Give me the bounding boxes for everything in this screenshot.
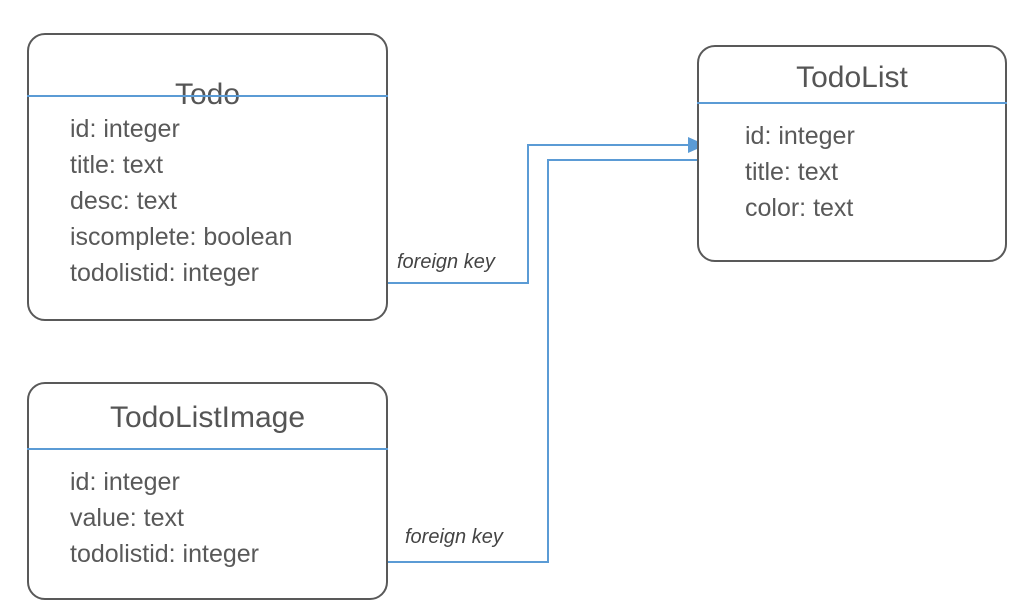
entity-todo[interactable]: Todo id: integer title: text desc: text …: [27, 33, 388, 321]
entity-todolistimage-title: TodoListImage: [109, 401, 306, 434]
edge-label-todolistimage-foreign-key: foreign key: [402, 525, 506, 549]
attribute-row: todolistid: integer: [70, 259, 260, 287]
entity-todolistimage-attributes: id: integer value: text todolistid: inte…: [70, 464, 259, 572]
entity-todo-attributes: id: integer title: text desc: text iscom…: [70, 111, 292, 291]
entity-todo-divider: [27, 95, 388, 97]
entity-todolistimage[interactable]: TodoListImage id: integer value: text to…: [27, 382, 388, 600]
entity-todolist-divider: [697, 102, 1007, 104]
entity-todolistimage-divider: [27, 448, 388, 450]
attribute-row: color: text: [745, 194, 854, 222]
edge-label-todo-foreign-key: foreign key: [394, 250, 498, 274]
attribute-row: value: text: [70, 504, 184, 532]
attribute-row: title: text: [70, 151, 164, 179]
attribute-row: title: text: [745, 158, 839, 186]
attribute-row: todolistid: integer: [70, 540, 260, 568]
attribute-row: iscomplete: boolean: [70, 223, 293, 251]
attribute-row: id: integer: [70, 115, 180, 143]
entity-todolist-attributes: id: integer title: text color: text: [745, 118, 855, 226]
entity-todolist-title: TodoList: [796, 61, 908, 94]
attribute-row: id: integer: [70, 468, 180, 496]
attribute-row: desc: text: [70, 187, 177, 215]
entity-todo-title: Todo: [174, 78, 241, 111]
entity-todolist[interactable]: TodoList id: integer title: text color: …: [697, 45, 1007, 262]
attribute-row: id: integer: [745, 122, 855, 150]
connector-todolistimage-to-todolist: [330, 152, 724, 563]
